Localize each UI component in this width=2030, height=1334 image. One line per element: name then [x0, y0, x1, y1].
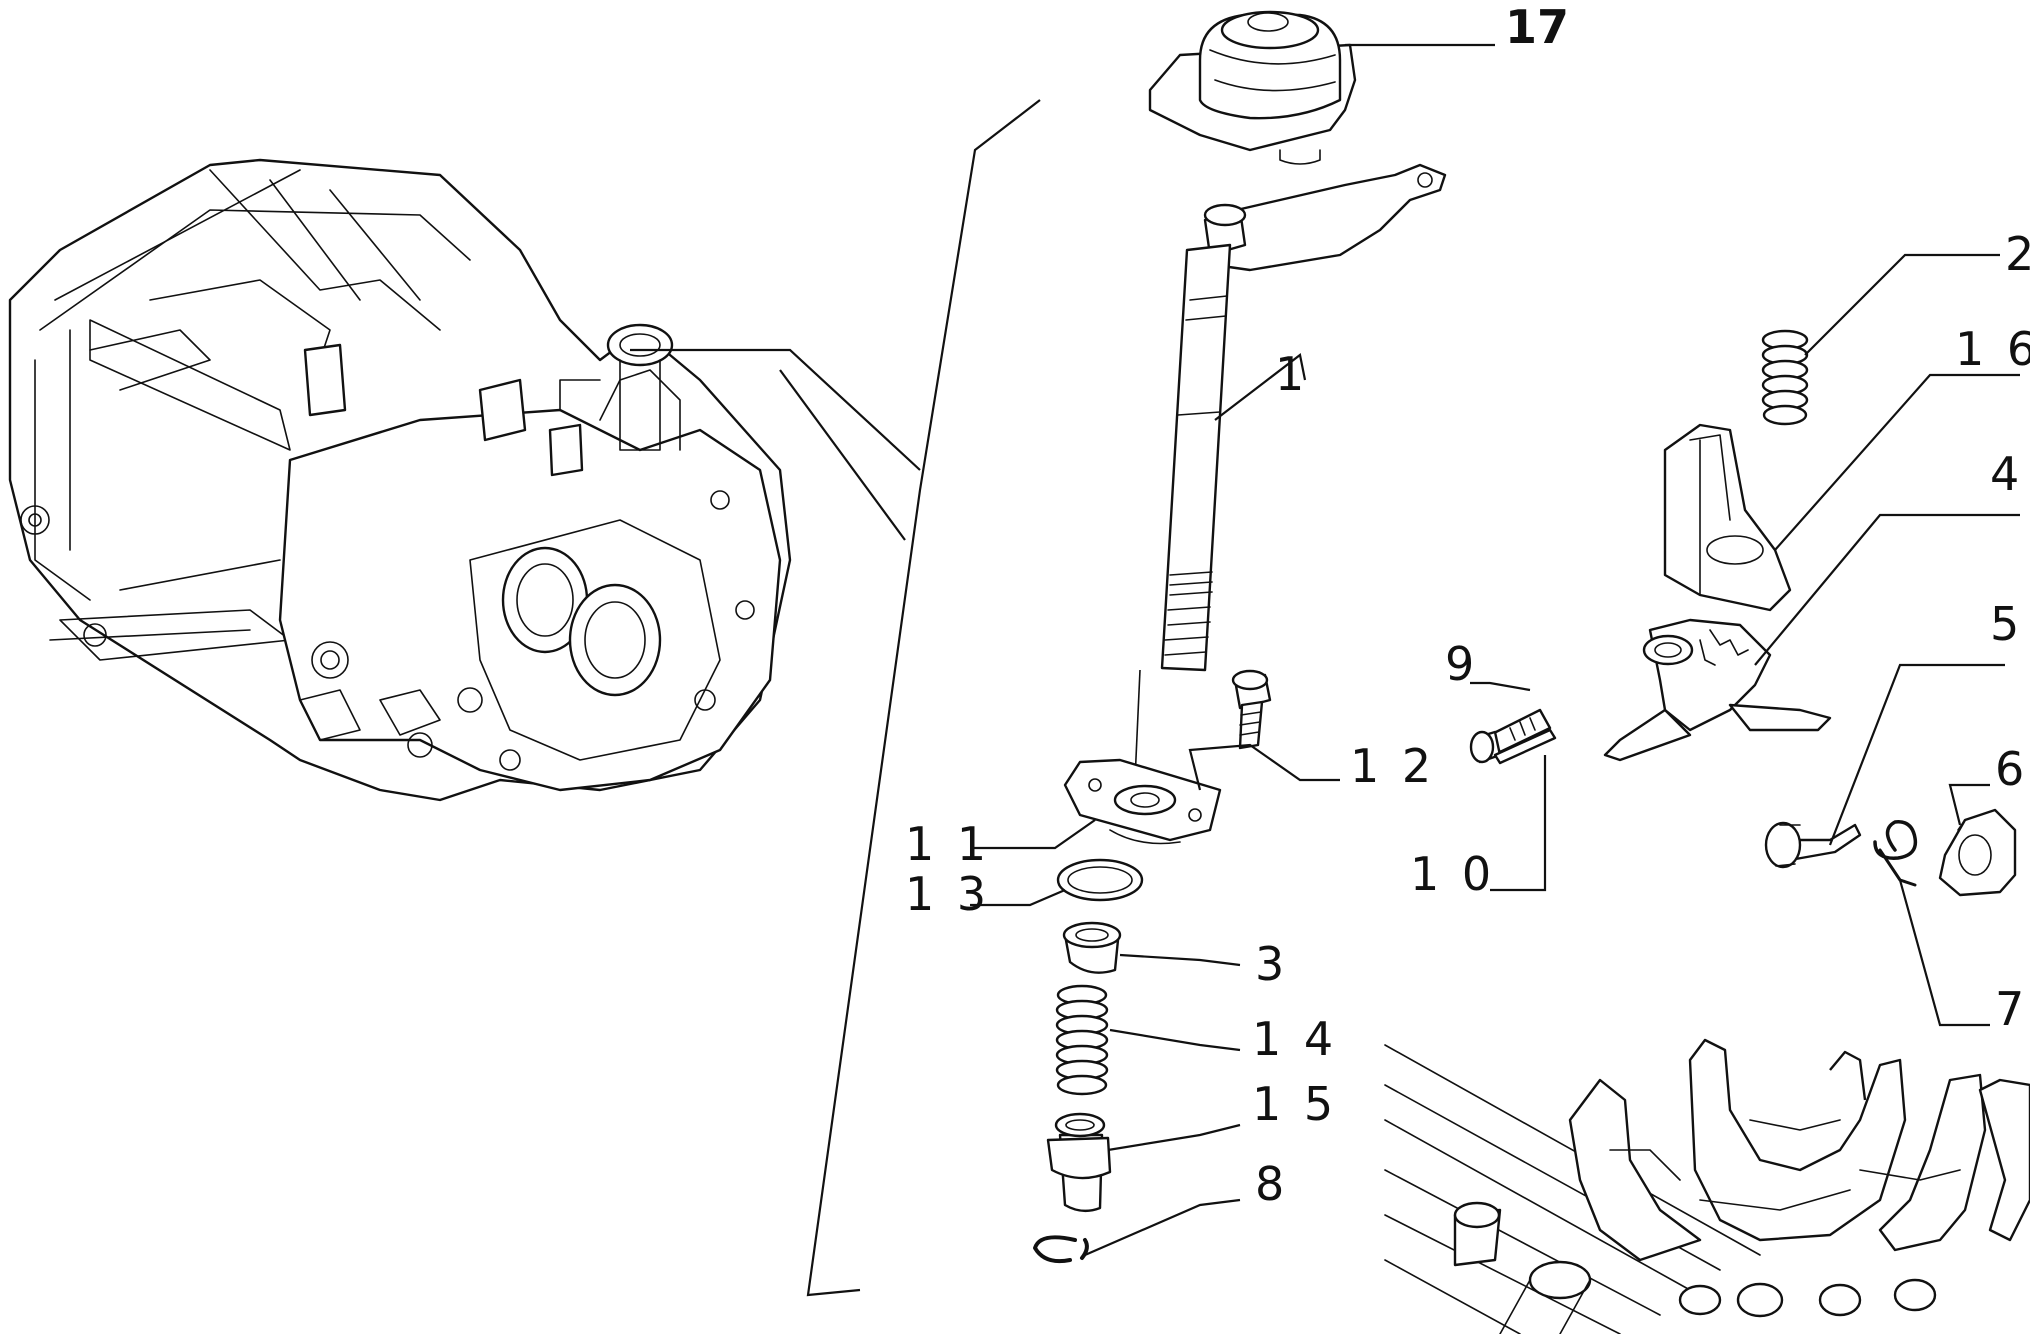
part-4-selector: [1603, 618, 1832, 762]
callout-5: 5: [1990, 597, 2023, 651]
callout-1: 1: [1275, 347, 1308, 401]
part-2-spring: [1761, 329, 1809, 426]
callout-9: 9: [1445, 637, 1478, 691]
callout-17: 17: [1505, 0, 1569, 54]
part-5-plunger: [1764, 821, 1862, 869]
callout-13: 1 3: [905, 867, 990, 921]
separator-line: [806, 99, 1041, 1297]
part-6-cam: [1938, 808, 2017, 897]
callout-3: 3: [1255, 937, 1288, 991]
callout-10: 1 0: [1410, 847, 1495, 901]
part-14-spring: [1055, 984, 1109, 1096]
part-11-flange: [1063, 758, 1222, 845]
part-7-clip: [1873, 820, 1918, 887]
callout-12: 1 2: [1350, 739, 1435, 793]
part-12-bolt: [1231, 669, 1272, 750]
gearbox-housing: [8, 158, 792, 802]
callout-6: 6: [1995, 742, 2028, 796]
callout-16: 1 6: [1955, 322, 2030, 376]
callout-7: 7: [1995, 982, 2028, 1036]
callout-14: 1 4: [1252, 1012, 1337, 1066]
part-1-shaft: [1160, 163, 1447, 672]
callout-4: 4: [1990, 447, 2023, 501]
part-10-pin: [1493, 728, 1557, 765]
part-13-oring: [1056, 858, 1144, 902]
part-16-bracket: [1663, 423, 1792, 612]
part-15-plug: [1046, 1112, 1112, 1213]
shift-rods-and-forks: [1384, 1038, 2030, 1334]
housing-leader: [630, 348, 921, 471]
callout-11: 1 1: [905, 817, 990, 871]
callout-2: 2: [2005, 227, 2030, 281]
callout-15: 1 5: [1252, 1077, 1337, 1131]
part-8-circlip: [1033, 1235, 1089, 1264]
part-3-bushing: [1062, 921, 1122, 974]
callout-8: 8: [1255, 1157, 1288, 1211]
part-17-cover: [1148, 10, 1357, 165]
